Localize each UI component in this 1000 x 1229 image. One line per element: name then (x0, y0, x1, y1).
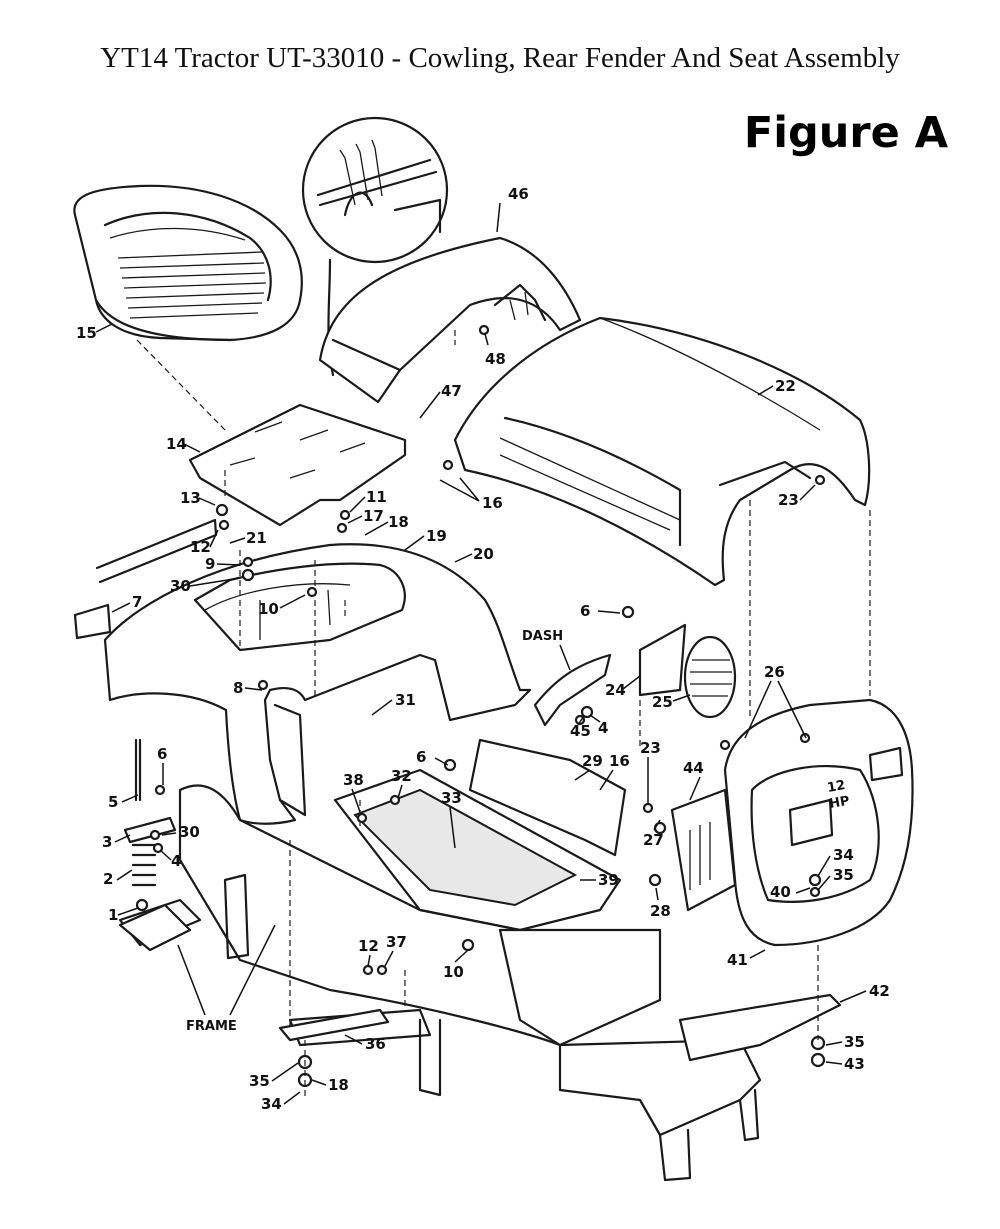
hood-part (453, 316, 871, 587)
callout-21: 21 (246, 529, 267, 547)
callout-10: 10 (258, 600, 279, 618)
callout-16: 16 (482, 494, 503, 512)
callout-6-dash: 6 (416, 748, 426, 766)
callout-numbers: 46 15 48 47 22 14 16 23 13 11 17 18 12 2… (76, 185, 890, 1113)
figure-label: Figure A (743, 108, 948, 158)
callout-20: 20 (473, 545, 494, 563)
callout-12: 12 (190, 538, 211, 556)
callout-38: 38 (343, 771, 364, 789)
callout-27: 27 (643, 831, 664, 849)
hood-badge-hp: 12 (826, 778, 846, 796)
callout-28: 28 (650, 902, 671, 920)
inset-detail-circle (301, 116, 449, 377)
callout-10-frame: 10 (443, 963, 464, 981)
callout-34-frame: 34 (261, 1095, 282, 1113)
callout-17: 17 (363, 507, 384, 525)
callout-44: 44 (683, 759, 704, 777)
callout-37: 37 (386, 933, 407, 951)
leader-arrows (95, 202, 867, 1105)
callout-48: 48 (485, 350, 506, 368)
callout-42: 42 (869, 982, 890, 1000)
callout-43: 43 (844, 1055, 865, 1073)
callout-34: 34 (833, 846, 854, 864)
callout-18: 18 (388, 513, 409, 531)
callout-46: 46 (508, 185, 529, 203)
callout-4-spring: 4 (171, 852, 181, 870)
callout-18-frame: 18 (328, 1076, 349, 1094)
callout-35: 35 (833, 866, 854, 884)
callout-26: 26 (764, 663, 785, 681)
callout-5: 5 (108, 793, 118, 811)
callout-35-frame: 35 (249, 1072, 270, 1090)
fender-strips (73, 518, 218, 640)
callout-22: 22 (775, 377, 796, 395)
dash-light-parts (468, 623, 737, 857)
side-panel-part (670, 788, 737, 912)
grille-part: 12 HP (723, 698, 914, 947)
callout-3: 3 (102, 833, 112, 851)
callout-23: 23 (778, 491, 799, 509)
callout-25: 25 (652, 693, 673, 711)
rear-fender-part (103, 543, 532, 825)
callout-36: 36 (365, 1035, 386, 1053)
page-title: YT14 Tractor UT-33010 - Cowling, Rear Fe… (100, 42, 900, 74)
callout-31: 31 (395, 691, 416, 709)
callout-7: 7 (132, 593, 142, 611)
seat-pan-part (188, 403, 407, 527)
callout-33: 33 (441, 789, 462, 807)
callout-29: 29 (582, 752, 603, 770)
callout-47: 47 (441, 382, 462, 400)
callout-45: 45 (570, 722, 591, 740)
frame-body (118, 768, 842, 1182)
seat-part (73, 184, 303, 342)
callout-11: 11 (366, 488, 387, 506)
callout-41: 41 (727, 951, 748, 969)
callout-8: 8 (233, 679, 243, 697)
hood-badge-hp-unit: HP (828, 794, 851, 812)
callout-32: 32 (391, 767, 412, 785)
callout-30-spring: 30 (179, 823, 200, 841)
dash-label: DASH (522, 629, 563, 644)
callout-39: 39 (598, 871, 619, 889)
callout-40: 40 (770, 883, 791, 901)
mounting-brackets (278, 1008, 826, 1088)
cowl-part (318, 236, 582, 404)
callout-24: 24 (605, 681, 626, 699)
callout-9: 9 (205, 555, 215, 573)
callout-23-dash: 23 (640, 739, 661, 757)
callout-6: 6 (580, 602, 590, 620)
callout-2: 2 (103, 870, 113, 888)
callout-16-dash: 16 (609, 752, 630, 770)
callout-14: 14 (166, 435, 187, 453)
callout-19: 19 (426, 527, 447, 545)
spring-suspension-parts (118, 738, 192, 952)
callout-4: 4 (598, 719, 608, 737)
callout-35-bracket: 35 (844, 1033, 865, 1051)
callout-6-spring: 6 (157, 745, 167, 763)
callout-15: 15 (76, 324, 97, 342)
callout-30: 30 (170, 577, 191, 595)
callout-1: 1 (108, 906, 118, 924)
callout-13: 13 (180, 489, 201, 507)
frame-label: FRAME (186, 1019, 237, 1034)
callout-12-frame: 12 (358, 937, 379, 955)
